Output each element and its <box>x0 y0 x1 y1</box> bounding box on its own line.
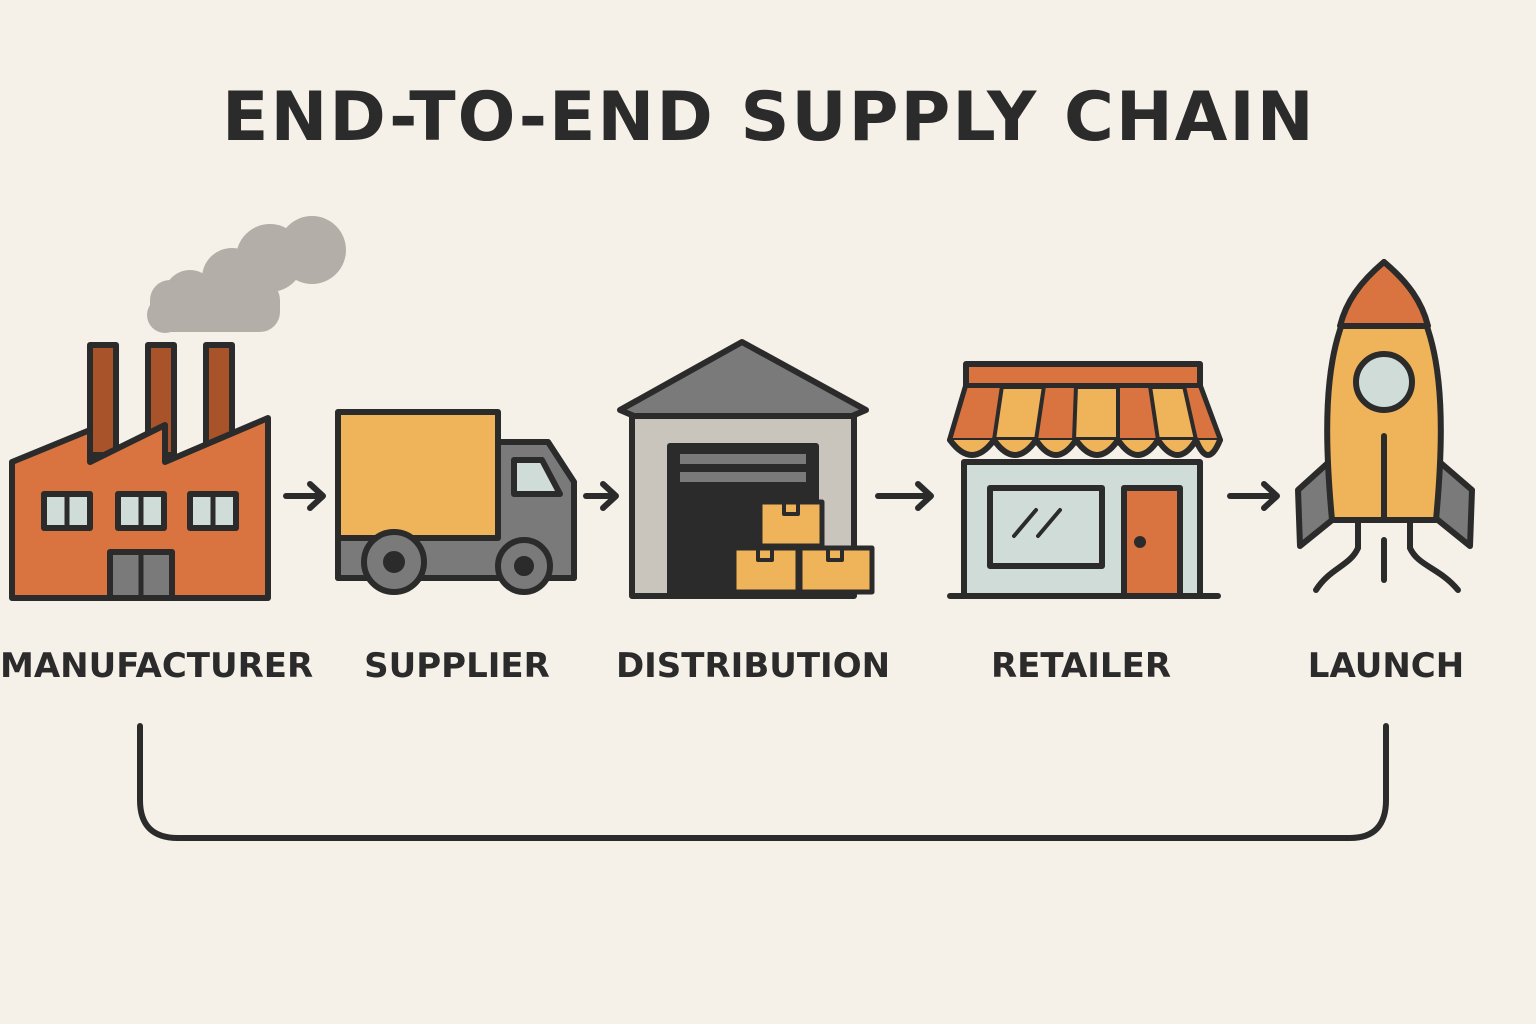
warehouse-icon <box>617 339 875 599</box>
truck-icon <box>335 409 577 595</box>
stage-label-launch: LAUNCH <box>1307 646 1465 686</box>
arrow-icon <box>583 481 619 511</box>
rocket-icon <box>1295 259 1475 593</box>
stage-label-retailer: RETAILER <box>991 646 1171 686</box>
arrow-icon <box>283 481 326 511</box>
factory-icon <box>9 216 346 601</box>
smoke-cloud <box>147 216 346 333</box>
arrow-icon <box>1227 481 1280 511</box>
loop-connector <box>137 723 1389 841</box>
arrow-icon <box>875 481 934 511</box>
stage-label-supplier: SUPPLIER <box>364 646 550 686</box>
store-icon <box>947 361 1223 599</box>
diagram-title: END-TO-END SUPPLY CHAIN <box>222 78 1316 157</box>
stage-label-manufacturer: MANUFACTURER <box>0 646 314 686</box>
stage-label-distribution: DISTRIBUTION <box>615 646 891 686</box>
